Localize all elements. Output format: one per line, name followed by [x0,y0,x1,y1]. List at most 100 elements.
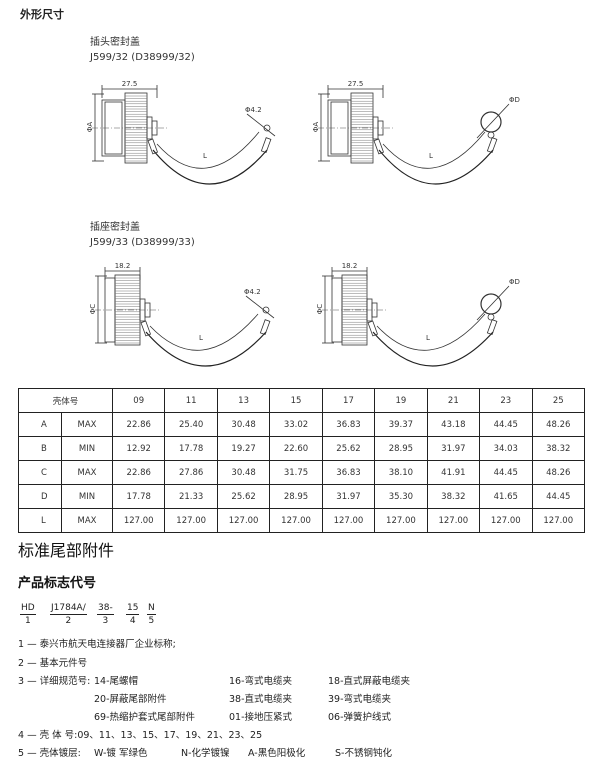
shell-size-header: 15 [269,388,323,413]
spec-item: 69-热缩护套式尾部附件 [94,712,196,723]
spec-item: 39-弯式电缆夹 [328,694,392,705]
receptacle-cap-drawing-ring: 18.2ΦC L ΦD [316,262,520,367]
plug-cap-name: 插头密封盖 [90,37,140,48]
plating-item: W-镀 军绿色 [94,748,148,759]
spec-item: 01-接地压紧式 [229,712,293,723]
width-dimension-label: 18.2 [342,262,358,270]
value-cell: 44.45 [479,412,533,437]
ring-diameter-label: ΦD [509,96,520,104]
ring [480,111,502,133]
crimp-sleeve [140,320,152,337]
dimension-cell: C [18,460,62,485]
width-dimension-label: 27.5 [348,80,364,88]
plug-cap-title: 插头密封盖 J599/32 (D38999/32) [90,35,195,65]
eyelet [262,306,270,314]
value-cell: 127.00 [321,508,376,533]
shell-size-header: 23 [479,388,533,413]
shell-size-header: 11 [164,388,218,413]
code-part-2: J1784A/2 [50,603,87,626]
lanyard-cable [372,331,494,367]
plating-item: S-不锈钢钝化 [335,748,392,759]
value-cell: 31.75 [269,460,323,485]
diameter-label: ΦA [312,122,320,133]
value-cell: 31.97 [426,436,481,461]
value-cell: 31.97 [321,484,376,509]
diameter-label: ΦC [89,304,97,315]
value-cell: 36.83 [321,460,376,485]
value-cell: 25.62 [321,436,376,461]
crimp-sleeve [367,320,379,337]
value-cell: 44.45 [479,460,533,485]
value-cell: 27.86 [164,460,218,485]
hole-diameter-label: Φ4.2 [245,106,262,114]
value-cell: 19.27 [216,436,271,461]
width-dimension-label: 18.2 [115,262,131,270]
value-cell: 127.00 [531,508,585,533]
spec-item: 06-弹簧护线式 [328,712,392,723]
value-cell: 22.86 [111,412,166,437]
outline-dimensions-heading: 外形尺寸 [20,8,64,21]
length-label: L [203,152,207,160]
hole-leader [246,113,276,137]
spec-item: 14-尾螺帽 [94,676,139,687]
value-cell: 33.02 [269,412,323,437]
value-cell: 28.95 [269,484,323,509]
value-cell: 127.00 [269,508,323,533]
crimp-sleeve [147,138,159,155]
legend-line-3-prefix: 3 — 详细规范号: [18,676,91,687]
value-cell: 48.26 [531,412,585,437]
length-arc [376,313,486,351]
lanyard-cable [378,149,494,185]
value-cell: 21.33 [164,484,218,509]
plating-item: A-黑色阳极化 [248,748,306,759]
receptacle-cap-title: 插座密封盖 J599/33 (D38999/33) [90,220,195,250]
ring-diameter-label: ΦD [509,278,520,286]
spec-item: 18-直式屏蔽电缆夹 [328,676,411,687]
receptacle-cap-spec: J599/33 (D38999/33) [90,237,195,248]
code-title: 产品标志代号 [18,576,97,591]
length-label: L [426,334,430,342]
value-cell: 30.48 [216,412,271,437]
limit-cell: MAX [61,460,113,485]
length-arc [149,313,259,351]
shell-size-header: 17 [321,388,376,413]
ring [480,293,502,315]
value-cell: 127.00 [111,508,166,533]
limit-cell: MIN [61,484,113,509]
value-cell: 25.62 [216,484,271,509]
crimp-sleeve [260,137,272,154]
lanyard-cable [145,331,267,367]
width-dimension-label: 27.5 [122,80,138,88]
header-cell: 壳体号 [18,388,113,413]
value-cell: 127.00 [426,508,481,533]
length-arc [382,131,486,169]
hole-diameter-label: Φ4.2 [244,288,261,296]
value-cell: 127.00 [479,508,533,533]
value-cell: 38.32 [531,436,585,461]
value-cell: 36.83 [321,412,376,437]
diameter-label: ΦC [316,304,324,315]
eyelet [263,124,271,132]
spec-item: 38-直式电缆夹 [229,694,293,705]
dimension-cell: D [18,484,62,509]
crimp-sleeve [259,319,271,336]
code-part-3: 38-3 [97,603,114,626]
legend-line-5-prefix: 5 — 壳体镀层: [18,748,81,759]
value-cell: 17.78 [164,436,218,461]
value-cell: 127.00 [164,508,218,533]
limit-cell: MIN [61,436,113,461]
value-cell: 30.48 [216,460,271,485]
value-cell: 22.60 [269,436,323,461]
shell-size-header: 09 [111,388,166,413]
spec-item: 16-弯式电缆夹 [229,676,293,687]
dimension-cell: B [18,436,62,461]
